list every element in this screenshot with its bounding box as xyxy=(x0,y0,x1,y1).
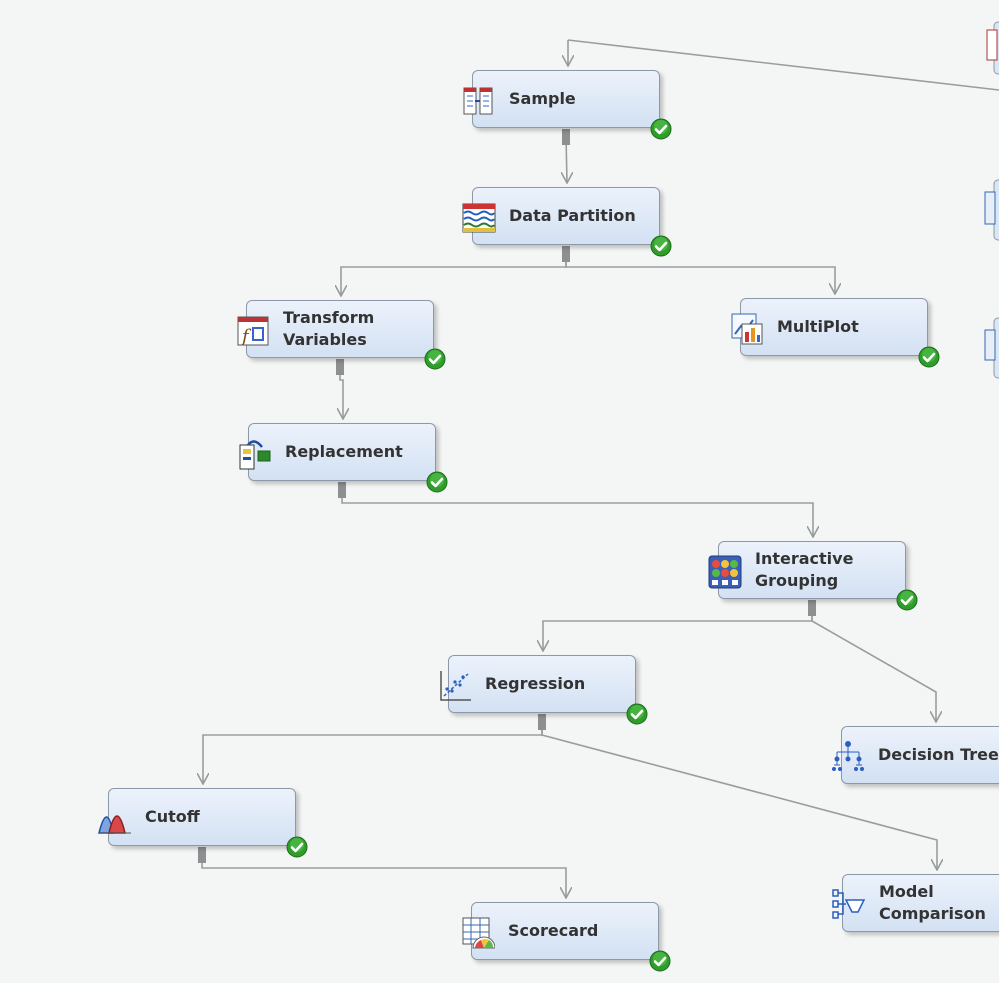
connector-interactive-grouping-to-regression[interactable] xyxy=(543,607,813,651)
node-scorecard[interactable]: Scorecard xyxy=(462,902,671,972)
completed-status-icon xyxy=(286,836,308,858)
node-label: Data Partition xyxy=(509,206,636,225)
completed-status-icon xyxy=(650,235,672,257)
completed-status-icon xyxy=(896,589,918,611)
cutoff-icon xyxy=(98,802,132,836)
connector-replacement-to-interactive-grouping[interactable] xyxy=(341,489,813,537)
node-label: Model Comparison xyxy=(879,882,986,923)
node-label: Regression xyxy=(485,674,586,693)
interactive-grouping-icon xyxy=(708,555,742,589)
scorecard-icon xyxy=(461,916,496,950)
completed-status-icon xyxy=(424,348,446,370)
node-label: Sample xyxy=(509,89,576,108)
node-model-comparison[interactable]: Model Comparison xyxy=(832,874,999,932)
completed-status-icon xyxy=(626,703,648,725)
node-regression[interactable]: Regression xyxy=(440,655,648,725)
node-interactive-grouping[interactable]: Interactive Grouping xyxy=(708,541,918,611)
node-label: MultiPlot xyxy=(777,317,859,336)
output-port[interactable] xyxy=(808,600,816,616)
node-data-partition[interactable]: Data Partition xyxy=(462,187,672,257)
regression-icon xyxy=(438,669,472,703)
transform-variables-icon: f xyxy=(236,314,270,348)
node-cutoff[interactable]: Cutoff xyxy=(98,788,308,858)
node-sample[interactable]: Sample xyxy=(463,70,672,140)
offscreen-links xyxy=(568,39,999,91)
connector-cutoff-to-scorecard[interactable] xyxy=(201,854,566,898)
completed-status-icon xyxy=(649,950,671,972)
node-multiplot[interactable]: MultiPlot xyxy=(731,298,940,368)
connector-regression-to-cutoff[interactable] xyxy=(203,721,543,784)
replacement-icon xyxy=(238,437,272,471)
output-port[interactable] xyxy=(338,482,346,498)
connector-data-partition-to-multiplot[interactable] xyxy=(565,253,835,294)
output-port[interactable] xyxy=(562,129,570,145)
completed-status-icon xyxy=(650,118,672,140)
sample-icon xyxy=(462,84,496,118)
output-port[interactable] xyxy=(336,359,344,375)
data-partition-icon xyxy=(462,201,496,235)
multiplot-icon xyxy=(730,312,764,346)
node-label: Decision Tree xyxy=(878,745,999,764)
node-label: Scorecard xyxy=(508,921,599,940)
connector-interactive-grouping-to-decision-tree[interactable] xyxy=(811,607,936,722)
model-comparison-icon xyxy=(832,888,866,922)
node-transform-variables[interactable]: Transform Variables f xyxy=(237,300,446,370)
offscreen-node-stubs xyxy=(984,21,999,379)
completed-status-icon xyxy=(918,346,940,368)
node-label: Replacement xyxy=(285,442,403,461)
output-port[interactable] xyxy=(198,847,206,863)
output-port[interactable] xyxy=(538,714,546,730)
decision-tree-icon xyxy=(831,740,865,774)
node-replacement[interactable]: Replacement xyxy=(239,423,448,493)
node-label: Interactive Grouping xyxy=(755,549,854,590)
node-label: Transform Variables xyxy=(283,308,375,349)
node-label: Cutoff xyxy=(145,807,200,826)
connector-data-partition-to-transform-variables[interactable] xyxy=(341,253,567,296)
node-decision-tree[interactable]: Decision Tree xyxy=(832,726,999,784)
completed-status-icon xyxy=(426,471,448,493)
output-port[interactable] xyxy=(562,246,570,262)
